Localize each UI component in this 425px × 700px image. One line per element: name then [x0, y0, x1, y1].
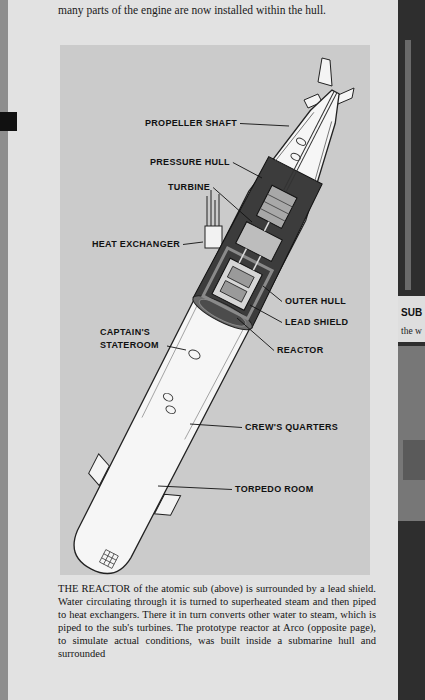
- pipe: [239, 249, 246, 263]
- hatch: [162, 392, 174, 403]
- grating-frame: [99, 550, 118, 569]
- leader-line: [183, 242, 203, 245]
- label-slot: CAPTAIN'S STATEROOM: [100, 326, 164, 352]
- label-slot: OUTER HULL: [285, 290, 346, 308]
- leader-line: [250, 305, 282, 323]
- magazine-page: [8, 0, 398, 700]
- pressure-hull-line: [304, 121, 342, 180]
- grating-bar: [104, 552, 110, 564]
- grating-bar: [104, 554, 116, 560]
- label-slot: TURBINE: [168, 176, 210, 194]
- turbine: [257, 185, 297, 228]
- next-page-fragment: [398, 296, 425, 342]
- pipe: [253, 256, 260, 270]
- label-slot: TORPEDO ROOM: [235, 478, 313, 496]
- part-label: TURBINE: [168, 182, 210, 193]
- bow-grating: [99, 550, 118, 569]
- part-label: OUTER HULL: [285, 296, 346, 307]
- hull-line: [185, 324, 246, 441]
- hatch: [295, 137, 307, 147]
- leader-line: [213, 188, 252, 223]
- label-slot: PRESSURE HULL: [150, 151, 230, 169]
- leader-line: [190, 424, 242, 428]
- leader-line: [240, 124, 289, 127]
- caption-slot: THE REACTOR of the atomic sub (above) is…: [58, 582, 376, 660]
- leader-line: [233, 163, 262, 179]
- hatch: [187, 348, 201, 361]
- leader-line: [237, 318, 274, 351]
- hatch: [165, 404, 177, 415]
- leader-line: [167, 346, 186, 350]
- grating-bar: [102, 558, 114, 564]
- reactor-core: [227, 266, 254, 288]
- leader-line: [158, 486, 232, 490]
- photo-detail: [403, 440, 425, 480]
- next-page-text: the w: [401, 326, 422, 336]
- lead-shield: [203, 248, 272, 319]
- submarine: [50, 71, 376, 590]
- hatch: [290, 152, 302, 162]
- hull-line: [140, 301, 201, 418]
- steam-pipe: [264, 222, 269, 231]
- rudder: [318, 58, 332, 86]
- label-slot: SUB: [401, 302, 422, 320]
- label-slot: HEAT EXCHANGER: [92, 233, 180, 251]
- outer-hull: [63, 77, 364, 583]
- part-label: CAPTAIN'S STATEROOM: [100, 326, 164, 352]
- part-label: REACTOR: [277, 345, 323, 356]
- label-slot: many parts of the engine are now install…: [58, 0, 326, 18]
- running-text: many parts of the engine are now install…: [58, 4, 326, 16]
- label-slot: PROPELLER SHAFT: [145, 112, 237, 130]
- right-dark: [398, 0, 425, 700]
- label-slot: the w: [401, 320, 422, 338]
- label-slot: CREW'S QUARTERS: [245, 416, 338, 434]
- part-label: PRESSURE HULL: [150, 157, 230, 168]
- leader-line: [263, 286, 282, 302]
- part-label: LEAD SHIELD: [285, 317, 348, 328]
- grating-bar: [108, 554, 114, 566]
- turbine-blade: [267, 194, 292, 207]
- figure-caption: THE REACTOR of the atomic sub (above) is…: [58, 582, 376, 660]
- part-label: PROPELLER SHAFT: [145, 118, 237, 129]
- next-page-photo: [398, 346, 425, 521]
- part-label: HEAT EXCHANGER: [92, 239, 180, 250]
- next-page-heading: SUB: [401, 307, 422, 318]
- sail: [205, 190, 222, 248]
- right-texture: [405, 40, 411, 290]
- label-slot: LEAD SHIELD: [285, 311, 348, 329]
- part-label: CREW'S QUARTERS: [245, 422, 338, 433]
- label-slot: REACTOR: [277, 339, 323, 357]
- part-label: TORPEDO ROOM: [235, 484, 313, 495]
- page-tab: [0, 112, 17, 131]
- pressure-hull-line: [276, 107, 314, 166]
- propeller-shaft: [286, 93, 337, 193]
- sail-body: [205, 226, 222, 248]
